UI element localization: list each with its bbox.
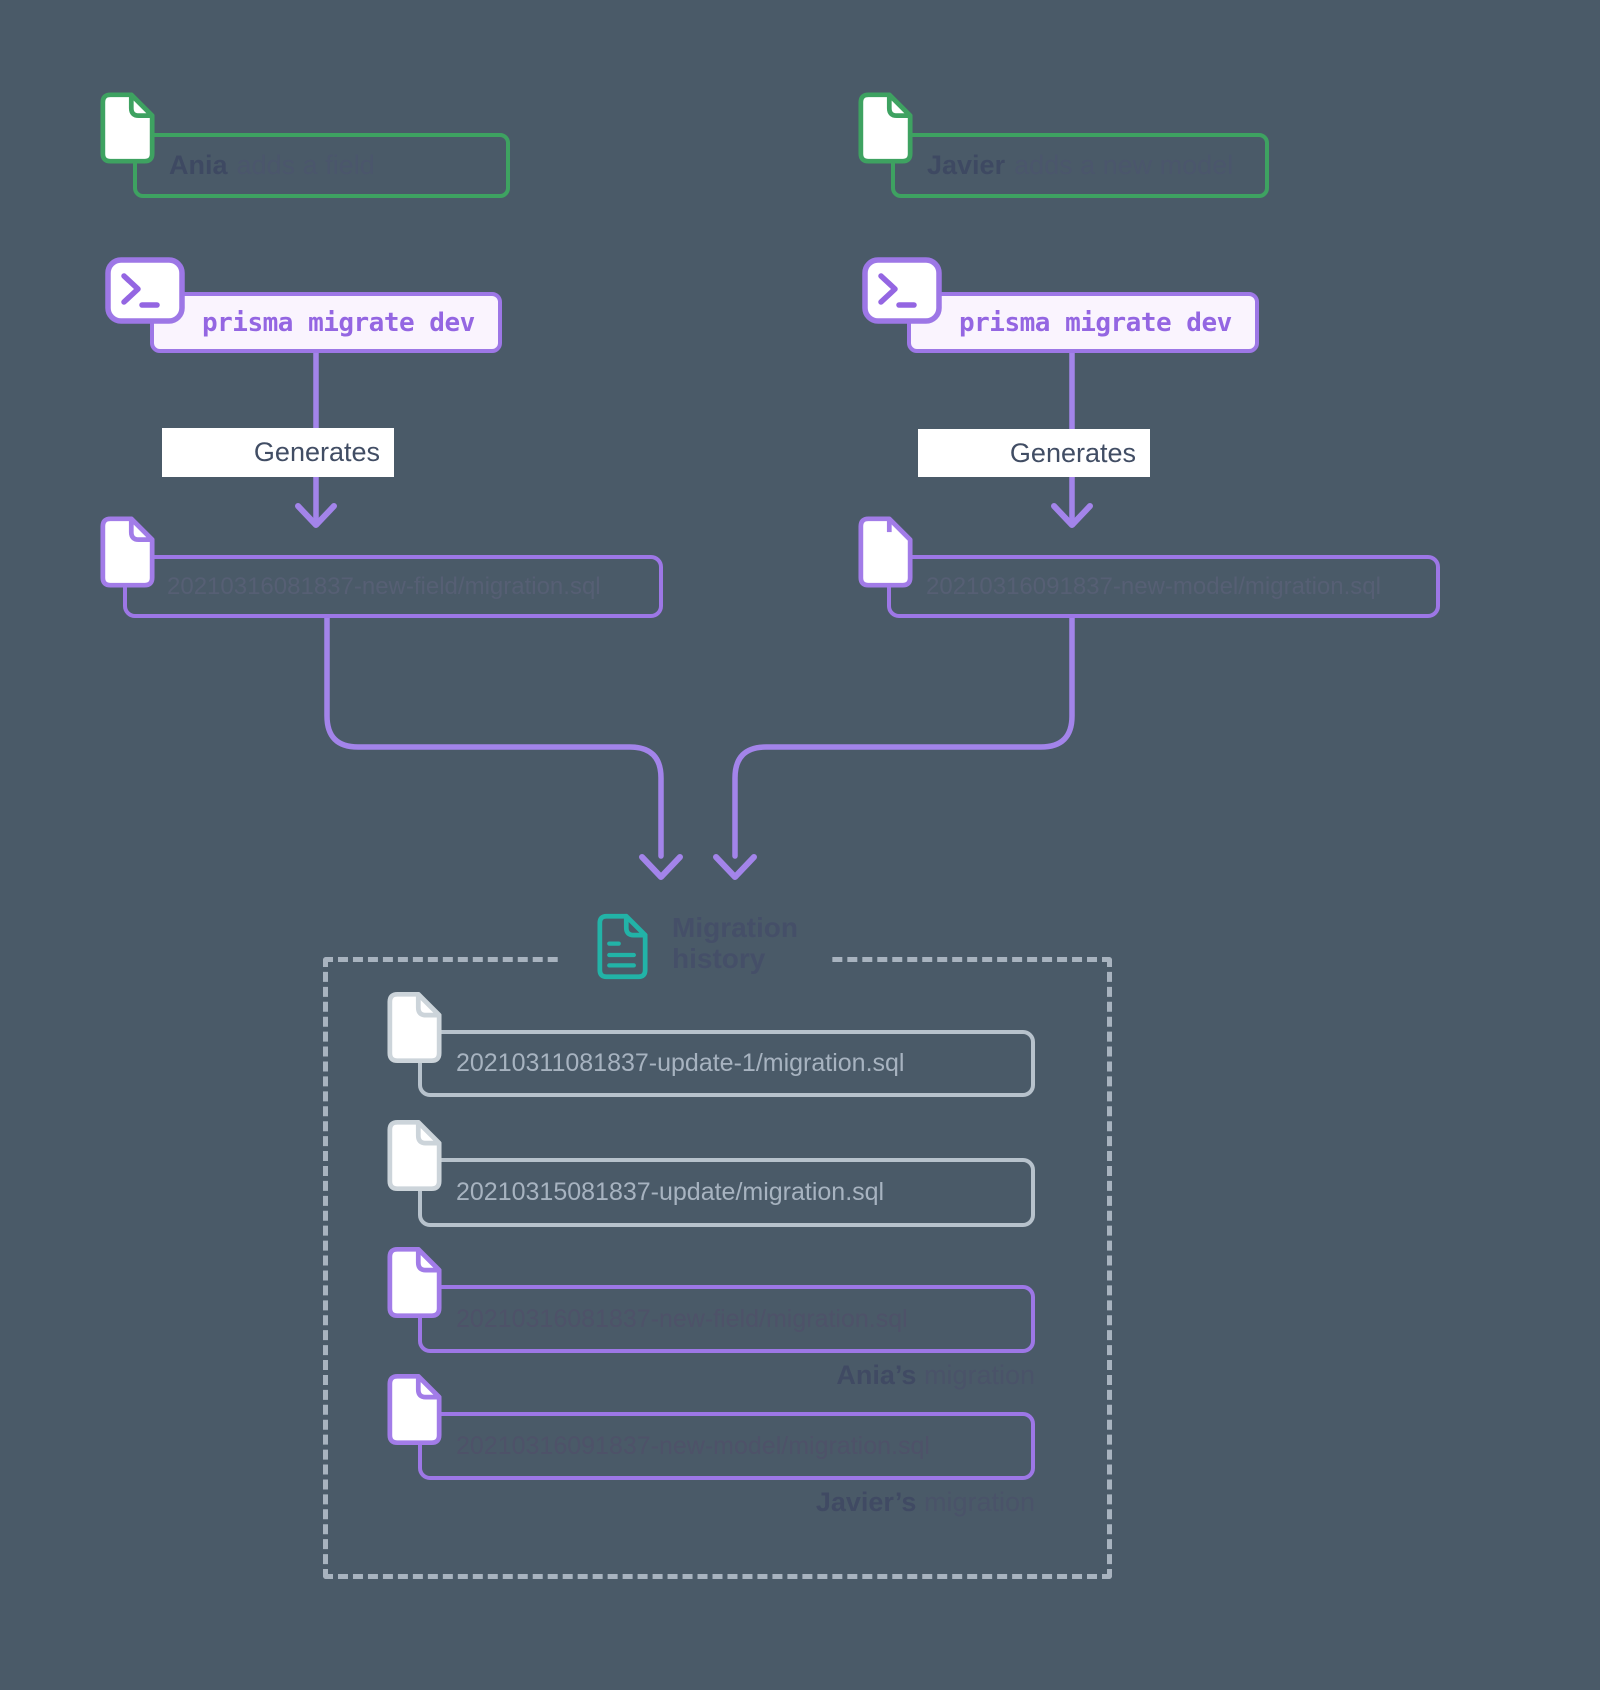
terminal-icon bbox=[862, 257, 942, 324]
actor-action: adds a field bbox=[236, 150, 375, 180]
actor-box-javier: Javier adds a new model bbox=[891, 133, 1269, 198]
owner-name: Javier’s bbox=[815, 1487, 917, 1517]
owner-suffix: migration bbox=[916, 1487, 1035, 1517]
migration-history-title: Migration history bbox=[672, 912, 798, 974]
generates-label-ania: Generates bbox=[162, 428, 394, 477]
file-icon bbox=[858, 92, 913, 164]
actor-name: Javier bbox=[927, 150, 1006, 180]
command-box-ania: prisma migrate dev bbox=[150, 292, 502, 353]
terminal-icon bbox=[105, 257, 185, 324]
file-icon bbox=[100, 516, 155, 588]
file-name: 20210316091837-new-model/migration.sql bbox=[456, 1431, 930, 1460]
owner-label-javier: Javier’s migration bbox=[435, 1487, 1035, 1518]
actor-action: adds a new model bbox=[1014, 150, 1234, 180]
file-name: 20210315081837-update/migration.sql bbox=[456, 1178, 885, 1206]
migration-history-file-icon bbox=[597, 913, 648, 980]
history-entry: 20210316091837-new-model/migration.sql bbox=[418, 1412, 1035, 1480]
title-line-2: history bbox=[672, 943, 766, 974]
generated-file-box-ania: 20210316081837-new-field/migration.sql bbox=[123, 555, 663, 618]
file-icon bbox=[387, 991, 442, 1064]
file-name: 20210316081837-new-field/migration.sql bbox=[456, 1304, 908, 1333]
generates-label-javier: Generates bbox=[918, 429, 1150, 477]
owner-label-ania: Ania’s migration bbox=[435, 1360, 1035, 1391]
file-name: 20210316081837-new-field/migration.sql bbox=[167, 572, 601, 600]
file-icon bbox=[387, 1373, 442, 1446]
file-icon bbox=[387, 1119, 442, 1192]
generated-file-box-javier: 20210316091837-new-model/migration.sql bbox=[887, 555, 1440, 618]
file-icon bbox=[100, 92, 155, 164]
command-box-javier: prisma migrate dev bbox=[907, 292, 1259, 353]
actor-box-ania: Ania adds a field bbox=[133, 133, 510, 198]
history-entry: 20210315081837-update/migration.sql bbox=[418, 1158, 1035, 1227]
history-entry: 20210316081837-new-field/migration.sql bbox=[418, 1285, 1035, 1353]
title-line-1: Migration bbox=[672, 912, 798, 943]
file-name: 20210311081837-update-1/migration.sql bbox=[456, 1049, 905, 1077]
file-icon bbox=[387, 1246, 442, 1319]
command-text: prisma migrate dev bbox=[959, 307, 1232, 338]
actor-name: Ania bbox=[169, 150, 228, 180]
file-icon bbox=[858, 516, 913, 588]
command-text: prisma migrate dev bbox=[202, 307, 475, 338]
owner-name: Ania’s bbox=[836, 1360, 917, 1390]
generates-text: Generates bbox=[253, 437, 380, 467]
file-name: 20210316091837-new-model/migration.sql bbox=[926, 572, 1381, 600]
owner-suffix: migration bbox=[916, 1360, 1035, 1390]
history-entry: 20210311081837-update-1/migration.sql bbox=[418, 1030, 1035, 1097]
generates-text: Generates bbox=[1009, 437, 1136, 468]
